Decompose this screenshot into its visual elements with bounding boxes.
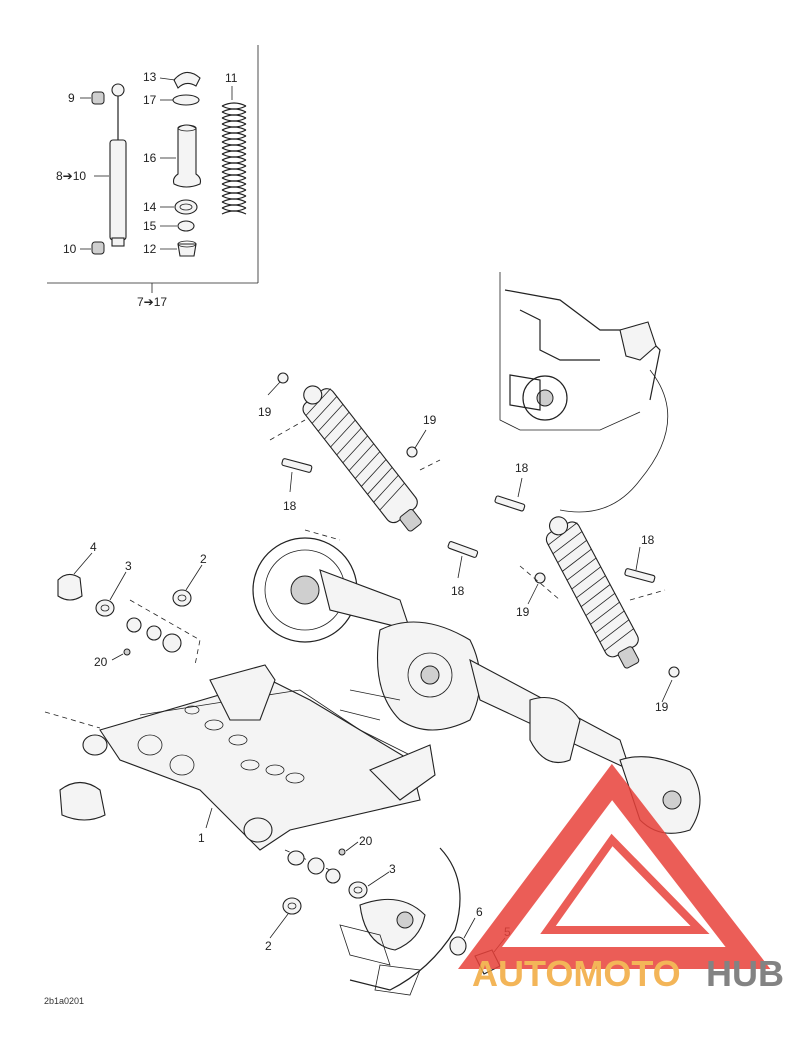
ring-part-17 xyxy=(172,94,200,106)
callout-4: 4 xyxy=(90,540,97,554)
callout-2-a: 2 xyxy=(200,552,207,566)
coil-spring-part-11 xyxy=(221,102,247,215)
callout-3-a: 3 xyxy=(125,559,132,573)
grease-fitting-part-20 xyxy=(123,648,131,656)
callout-3-b: 3 xyxy=(389,862,396,876)
callout-1: 1 xyxy=(198,831,205,845)
rear-axle-assembly xyxy=(252,537,701,834)
callout-19-a: 19 xyxy=(258,405,272,419)
bearing-part-2 xyxy=(172,589,192,607)
shock-absorber-right xyxy=(494,495,680,678)
bushing-set-lower xyxy=(282,848,368,915)
seal-part-3 xyxy=(95,599,115,617)
automotohub-watermark-logo: AUTOMOTO HUB xyxy=(458,763,784,994)
callout-18-d: 18 xyxy=(641,533,655,547)
callout-8-to-10: 8➔10 xyxy=(56,169,86,183)
diagram-reference-code: 2b1a0201 xyxy=(44,996,84,1006)
spring-cap-part-13 xyxy=(173,71,201,89)
shock-absorber-left xyxy=(269,372,479,558)
callout-10: 10 xyxy=(63,242,77,256)
watermark-text-automoto: AUTOMOTO xyxy=(472,953,681,994)
callout-7-to-17: 7➔17 xyxy=(137,295,167,309)
callout-16: 16 xyxy=(143,151,157,165)
callout-19-c: 19 xyxy=(516,605,530,619)
callout-2-b: 2 xyxy=(265,939,272,953)
callout-20-b: 20 xyxy=(359,834,373,848)
swing-arm-part-1 xyxy=(44,599,436,871)
watermark-text-hub: HUB xyxy=(706,953,784,994)
lower-frame-bracket xyxy=(339,847,461,996)
bushing-part-9 xyxy=(91,91,105,105)
bushing-part-10 xyxy=(91,241,105,255)
callout-14: 14 xyxy=(143,200,157,214)
bump-stop-part-16 xyxy=(172,124,202,188)
callout-15: 15 xyxy=(143,219,157,233)
callout-9: 9 xyxy=(68,91,75,105)
callout-12: 12 xyxy=(143,242,157,256)
callout-13: 13 xyxy=(143,70,157,84)
callout-11: 11 xyxy=(225,71,238,85)
ring-part-15 xyxy=(177,220,195,232)
callout-17: 17 xyxy=(143,93,157,107)
callout-18-c: 18 xyxy=(451,584,465,598)
washer-part-6 xyxy=(449,936,467,956)
bushing-set-upper xyxy=(57,573,192,656)
callout-20-a: 20 xyxy=(94,655,108,669)
callout-6: 6 xyxy=(476,905,483,919)
frame-mount-detail xyxy=(499,272,669,513)
callout-19-d: 19 xyxy=(655,700,669,714)
washer-part-14 xyxy=(174,199,198,215)
shock-detail-inset xyxy=(47,45,259,293)
callout-19-b: 19 xyxy=(423,413,437,427)
pivot-sleeve-part-4 xyxy=(57,573,83,601)
callout-18-b: 18 xyxy=(515,461,529,475)
damper-part-8-10 xyxy=(109,83,127,247)
callout-18-a: 18 xyxy=(283,499,297,513)
